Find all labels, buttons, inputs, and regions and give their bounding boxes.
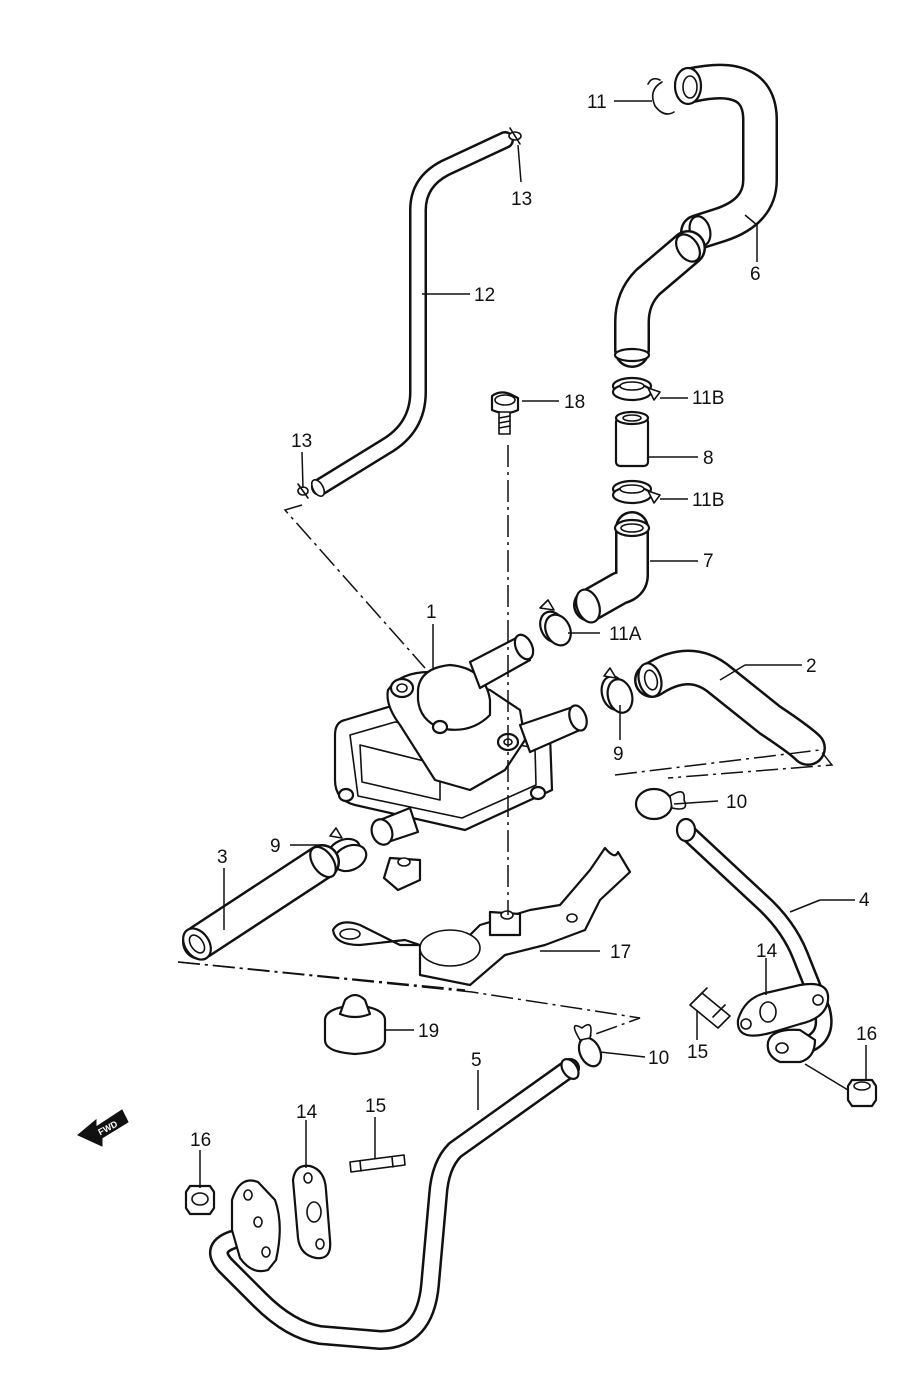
callout-14-right: 14	[756, 941, 778, 962]
part-10-valve-top	[634, 787, 687, 821]
part-5-pipe	[208, 1058, 580, 1350]
part-14-gasket-right	[736, 982, 830, 1037]
part-7-hose	[573, 511, 651, 624]
callout-13-top: 13	[511, 189, 532, 210]
part-4-pipe	[675, 817, 833, 1064]
callout-12: 12	[474, 285, 495, 306]
part-3-hose	[182, 844, 340, 961]
callout-11a: 11A	[609, 624, 642, 645]
callout-11b-top: 11B	[692, 388, 724, 409]
part-13-clip-top	[508, 127, 522, 145]
part-19-cap	[323, 993, 387, 1056]
leader-lines	[199, 100, 867, 1188]
part-2-hose	[634, 649, 826, 766]
part-10-valve-bottom	[573, 1023, 603, 1068]
callout-5: 5	[471, 1050, 482, 1071]
callout-2: 2	[806, 656, 817, 677]
callout-11b-bottom: 11B	[692, 490, 724, 511]
part-15-stud-left	[349, 1154, 406, 1173]
part-15-stud-right	[689, 987, 731, 1029]
part-11-clip	[647, 77, 675, 115]
callout-14-left: 14	[296, 1102, 318, 1123]
callout-10-top: 10	[726, 792, 747, 813]
part-16-nut-left	[184, 1184, 216, 1216]
part-17-bracket	[331, 846, 632, 987]
callout-11: 11	[587, 92, 607, 113]
part-16-nut-right	[846, 1078, 878, 1108]
part-1-valve-assembly	[333, 633, 588, 846]
callout-18: 18	[564, 392, 585, 413]
callout-9-left: 9	[270, 836, 281, 857]
callout-8: 8	[703, 448, 714, 469]
callout-15-right: 15	[687, 1042, 708, 1063]
fwd-arrow-icon: FWD	[77, 1109, 129, 1147]
callout-3: 3	[217, 847, 228, 868]
part-9-clamp-right	[600, 667, 634, 714]
part-12-hose	[310, 131, 514, 497]
part-6-hose	[613, 63, 778, 368]
callout-16-right: 16	[856, 1024, 877, 1045]
callout-13-left: 13	[291, 431, 312, 452]
part-18-bolt	[490, 391, 520, 435]
callout-19: 19	[418, 1021, 439, 1042]
alignment-lines	[177, 445, 834, 1037]
callout-1: 1	[426, 602, 437, 623]
callout-9-right: 9	[613, 744, 624, 765]
part-11b-clamp-top	[611, 376, 661, 402]
callout-16-left: 16	[190, 1130, 211, 1151]
part-11a-clamp	[539, 599, 572, 647]
part-13-clip-left	[297, 483, 309, 499]
callout-7: 7	[703, 551, 714, 572]
part-8-pipe	[614, 410, 650, 468]
part-14-gasket-left	[291, 1164, 332, 1260]
callout-6: 6	[750, 264, 761, 285]
callout-17: 17	[610, 942, 631, 963]
callout-10-bottom: 10	[648, 1048, 669, 1069]
callouts: 1 2 3 4 5 6 7 8 9 9 10 10 11 11A 11B 11B…	[190, 92, 877, 1151]
callout-15-left: 15	[365, 1096, 386, 1117]
callout-4: 4	[859, 890, 870, 911]
part-11b-clamp-bottom	[611, 479, 661, 505]
